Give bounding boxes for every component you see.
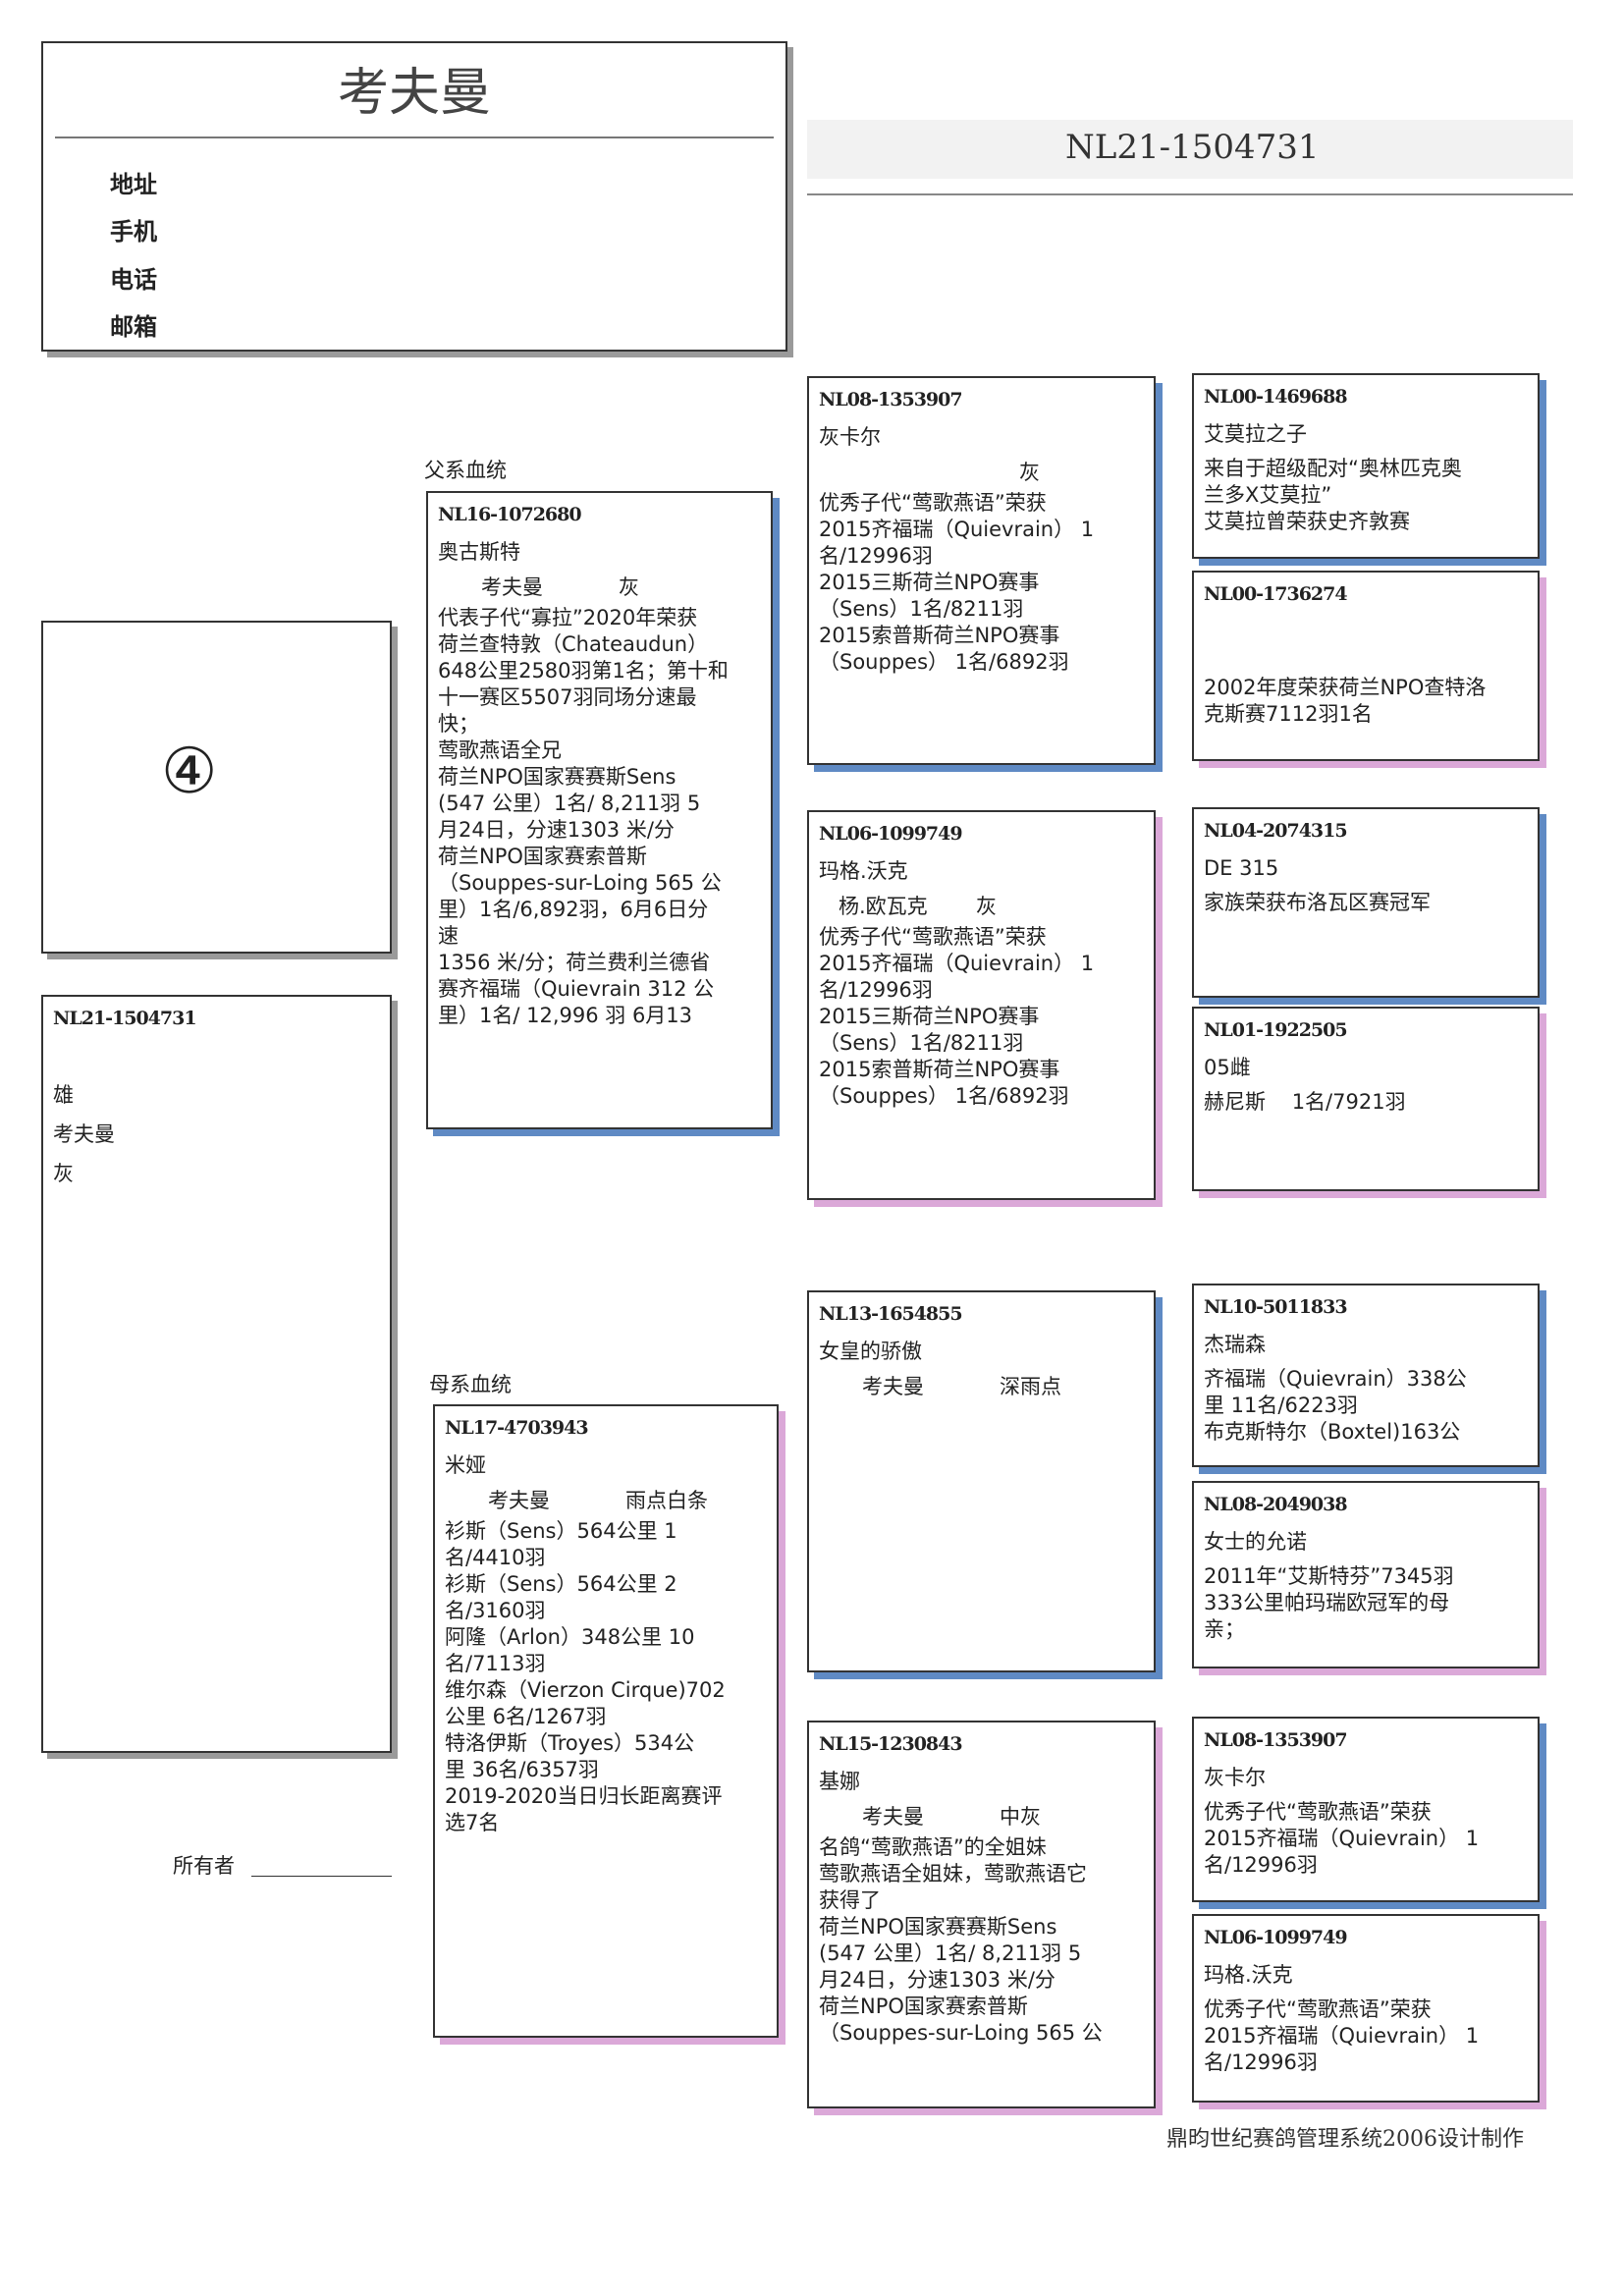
ggp-ring: NL04-2074315 <box>1204 820 1348 842</box>
ggp-notes: 2011年“艾斯特芬”7345羽 333公里帕玛瑞欧冠军的母 亲； <box>1204 1564 1454 1641</box>
grandparent-breeder: 考夫曼 <box>862 1375 924 1398</box>
sire-color: 灰 <box>619 575 639 599</box>
grandparent-card: NL15-1230843 基娜 考夫曼 中灰 名鸽“莺歌燕语”的全姐妹 莺歌燕语全… <box>807 1721 1156 2108</box>
great-grandparent-card: NL08-2049038 女士的允诺 2011年“艾斯特芬”7345羽 333公… <box>1192 1481 1540 1668</box>
ggp-ring: NL00-1736274 <box>1204 583 1348 605</box>
grandparent-breeder-color: 考夫曼 深雨点 <box>819 1373 1144 1400</box>
ggp-ring: NL01-1922505 <box>1204 1019 1348 1041</box>
grandparent-color: 深雨点 <box>1000 1375 1061 1398</box>
dam-name: 米娅 <box>445 1453 486 1477</box>
sire-ring: NL16-1072680 <box>438 504 582 525</box>
phone-label: 电话 <box>110 266 157 294</box>
address-label: 地址 <box>110 171 157 198</box>
dam-card: NL17-4703943 米娅 考夫曼 雨点白条 衫斯（Sens）564公里 1 … <box>433 1404 779 2038</box>
great-grandparent-card: NL00-1469688 艾莫拉之子 来自于超级配对“奥林匹克奥 兰多X艾莫拉”… <box>1192 373 1540 559</box>
photo-box: ④ <box>41 621 392 954</box>
pigeon-ring: NL21-1504731 <box>53 1008 197 1029</box>
grandparent-name: 女皇的骄傲 <box>819 1339 922 1363</box>
ggp-name: 杰瑞森 <box>1204 1333 1266 1356</box>
sire-name: 奥古斯特 <box>438 540 520 564</box>
ggp-notes: 2002年度荣获荷兰NPO查特洛 克斯赛7112羽1名 <box>1204 676 1487 726</box>
dam-breeder: 考夫曼 <box>488 1489 550 1512</box>
pigeon-color: 灰 <box>53 1162 74 1185</box>
ggp-ring: NL10-5011833 <box>1204 1296 1348 1318</box>
grandparent-breeder: 考夫曼 <box>862 1805 924 1829</box>
grandparent-notes: 优秀子代“莺歌燕语”荣获 2015齐福瑞（Quievrain） 1 名/1299… <box>819 491 1095 674</box>
dam-section-label: 母系血统 <box>429 1373 512 1396</box>
ggp-notes: 齐福瑞（Quievrain）338公 里 11名/6223羽 布克斯特尔（Box… <box>1204 1367 1467 1444</box>
ggp-ring: NL08-2049038 <box>1204 1494 1348 1515</box>
owner-label: 所有者 <box>173 1850 235 1880</box>
grandparent-name: 灰卡尔 <box>819 425 881 449</box>
grandparent-ring: NL06-1099749 <box>819 823 963 845</box>
grandparent-breeder-color: 灰 <box>819 459 1144 486</box>
ggp-ring: NL00-1469688 <box>1204 386 1348 408</box>
grandparent-card: NL08-1353907 灰卡尔 灰 优秀子代“莺歌燕语”荣获 2015齐福瑞（… <box>807 376 1156 765</box>
great-grandparent-card: NL01-1922505 05雌 赫尼斯 1名/7921羽 <box>1192 1007 1540 1191</box>
ggp-name: DE 315 <box>1204 856 1279 880</box>
great-grandparent-card: NL06-1099749 玛格.沃克 优秀子代“莺歌燕语”荣获 2015齐福瑞（… <box>1192 1914 1540 2103</box>
ring-number-underline <box>807 193 1573 195</box>
sire-breeder: 考夫曼 <box>481 575 543 599</box>
pigeon-breeder: 考夫曼 <box>53 1122 115 1146</box>
ggp-notes: 家族荣获布洛瓦区赛冠军 <box>1204 891 1431 914</box>
ring-number-band <box>807 120 1573 179</box>
grandparent-notes: 名鸽“莺歌燕语”的全姐妹 莺歌燕语全姐妹，莺歌燕语它 获得了 荷兰NPO国家赛赛… <box>819 1835 1103 2045</box>
sire-notes: 代表子代“寡拉”2020年荣获 荷兰查特敦（Chateaudun） 648公里2… <box>438 606 729 1027</box>
grandparent-breeder: 杨.欧瓦克 <box>839 895 928 918</box>
great-grandparent-card: NL08-1353907 灰卡尔 优秀子代“莺歌燕语”荣获 2015齐福瑞（Qu… <box>1192 1717 1540 1902</box>
handwritten-mark: ④ <box>161 736 218 808</box>
ggp-ring: NL06-1099749 <box>1204 1927 1348 1948</box>
grandparent-card: NL06-1099749 玛格.沃克 杨.欧瓦克 灰 优秀子代“莺歌燕语”荣获 2… <box>807 810 1156 1200</box>
grandparent-breeder-color: 杨.欧瓦克 灰 <box>819 893 1144 920</box>
grandparent-ring: NL15-1230843 <box>819 1733 963 1755</box>
dam-ring: NL17-4703943 <box>445 1417 589 1439</box>
great-grandparent-card: NL10-5011833 杰瑞森 齐福瑞（Quievrain）338公 里 11… <box>1192 1284 1540 1467</box>
owner-header-box: 考夫曼 地址 手机 电话 邮箱 <box>41 41 787 352</box>
grandparent-ring: NL13-1654855 <box>819 1303 963 1325</box>
ggp-name: 艾莫拉之子 <box>1204 422 1307 446</box>
dam-notes: 衫斯（Sens）564公里 1 名/4410羽 衫斯（Sens）564公里 2 … <box>445 1519 726 1834</box>
ggp-name: 灰卡尔 <box>1204 1766 1266 1789</box>
grandparent-color: 灰 <box>1019 461 1040 484</box>
ggp-notes: 来自于超级配对“奥林匹克奥 兰多X艾莫拉” 艾莫拉曾荣获史齐敦赛 <box>1204 457 1462 533</box>
grandparent-name: 基娜 <box>819 1770 860 1793</box>
ggp-notes: 优秀子代“莺歌燕语”荣获 2015齐福瑞（Quievrain） 1 名/1299… <box>1204 1800 1480 1877</box>
pigeon-sex: 雄 <box>53 1083 74 1107</box>
ggp-name <box>1204 618 1528 667</box>
grandparent-card: NL13-1654855 女皇的骄傲 考夫曼 深雨点 <box>807 1290 1156 1672</box>
sire-breeder-color: 考夫曼 灰 <box>438 574 761 601</box>
ggp-notes: 赫尼斯 1名/7921羽 <box>1204 1090 1406 1114</box>
dam-color: 雨点白条 <box>625 1489 708 1512</box>
ggp-ring: NL08-1353907 <box>1204 1729 1348 1751</box>
header-ring-number: NL21-1504731 <box>1065 128 1320 167</box>
ggp-name: 05雌 <box>1204 1056 1251 1079</box>
grandparent-color: 灰 <box>976 895 997 918</box>
ggp-name: 玛格.沃克 <box>1204 1963 1293 1987</box>
owner-name-title: 考夫曼 <box>337 64 491 123</box>
grandparent-name: 玛格.沃克 <box>819 859 908 883</box>
owner-signature-line <box>251 1876 392 1877</box>
footer-credit: 鼎昀世纪赛鸽管理系统2006设计制作 <box>1166 2127 1524 2152</box>
ggp-notes: 优秀子代“莺歌燕语”荣获 2015齐福瑞（Quievrain） 1 名/1299… <box>1204 1997 1480 2074</box>
grandparent-notes: 优秀子代“莺歌燕语”荣获 2015齐福瑞（Quievrain） 1 名/1299… <box>819 925 1095 1108</box>
pigeon-box: NL21-1504731 雄 考夫曼 灰 <box>41 995 392 1753</box>
grandparent-breeder-color: 考夫曼 中灰 <box>819 1803 1144 1831</box>
sire-section-label: 父系血统 <box>424 459 507 482</box>
header-divider <box>55 137 774 138</box>
sire-card: NL16-1072680 奥古斯特 考夫曼 灰 代表子代“寡拉”2020年荣获 荷… <box>426 491 773 1129</box>
ggp-name: 女士的允诺 <box>1204 1530 1307 1554</box>
great-grandparent-card: NL00-1736274 2002年度荣获荷兰NPO查特洛 克斯赛7112羽1名 <box>1192 571 1540 761</box>
mobile-label: 手机 <box>110 218 157 246</box>
owner-label-text: 所有者 <box>173 1854 235 1878</box>
grandparent-ring: NL08-1353907 <box>819 389 963 410</box>
great-grandparent-card: NL04-2074315 DE 315 家族荣获布洛瓦区赛冠军 <box>1192 807 1540 998</box>
email-label: 邮箱 <box>110 313 157 341</box>
grandparent-color: 中灰 <box>1000 1805 1041 1829</box>
dam-breeder-color: 考夫曼 雨点白条 <box>445 1487 767 1514</box>
